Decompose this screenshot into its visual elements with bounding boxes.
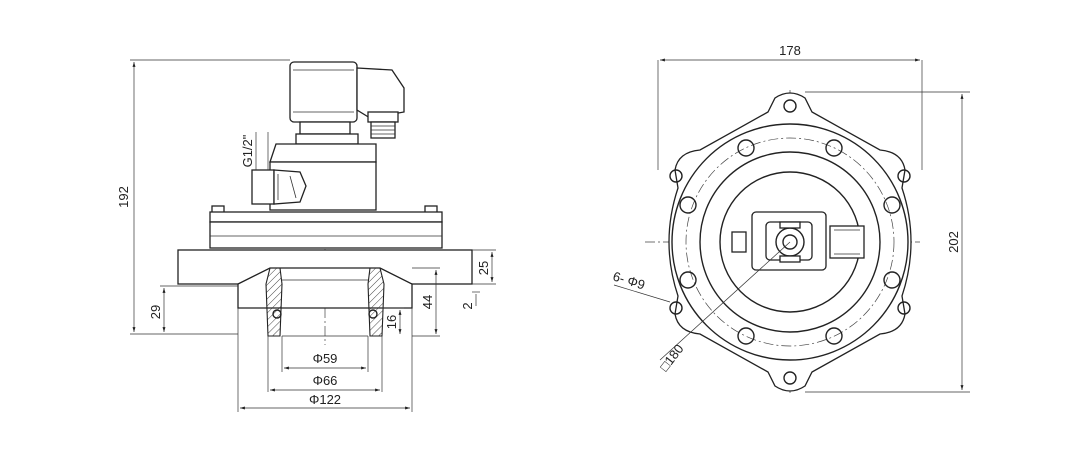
- dim-202: 202: [946, 231, 961, 253]
- connector-nut: [367, 111, 399, 123]
- side-block-top: [731, 231, 747, 253]
- valve-cap: [269, 143, 377, 163]
- pilot-stem: [299, 121, 351, 135]
- bolt-circle: [685, 137, 895, 347]
- dim-g12: G1/2": [240, 134, 255, 167]
- mount-hole: [669, 301, 683, 315]
- outlet-nozzle: [237, 267, 413, 309]
- pilot-tab-top: [779, 221, 801, 229]
- dim-44: 44: [420, 295, 435, 309]
- inlet-fitting: [273, 169, 307, 205]
- cover-bolts: [679, 139, 901, 345]
- o-ring-right: [368, 309, 378, 319]
- pilot-core: [782, 234, 798, 250]
- o-ring-left: [272, 309, 282, 319]
- cable-connector: [356, 67, 405, 119]
- dim-192: 192: [116, 186, 131, 208]
- mount-hole: [783, 371, 797, 385]
- cover-bolt: [679, 271, 697, 289]
- cover-bolt: [825, 327, 843, 345]
- top-view: 178 202 6- Φ9 □180: [611, 43, 970, 395]
- solenoid-coil: [289, 61, 358, 123]
- nozzle-wall-right: [367, 267, 385, 337]
- cover-bolt: [737, 327, 755, 345]
- dim-phi122: Φ122: [309, 392, 341, 407]
- mount-hole: [897, 301, 911, 315]
- dim-25: 25: [476, 261, 491, 275]
- connector-block-top: [829, 225, 865, 259]
- dim-phi66: Φ66: [313, 373, 338, 388]
- dim-29: 29: [148, 305, 163, 319]
- cover-bolt: [679, 196, 697, 214]
- mounting-holes: [669, 99, 911, 385]
- nozzle-wall-left: [265, 267, 283, 337]
- dim-178: 178: [779, 43, 801, 58]
- diaphragm-cover: [209, 211, 443, 223]
- pilot-tab-bottom: [779, 255, 801, 263]
- inlet-port: [251, 169, 275, 205]
- dim-2: 2: [460, 302, 475, 309]
- cover-bolt: [825, 139, 843, 157]
- cover-bolt: [883, 196, 901, 214]
- diaphragm-housing: [209, 221, 443, 249]
- dim-square-180: □180: [657, 341, 687, 374]
- side-view: 192 29 G1/2" 25 44 2 16 Φ59 Φ66: [116, 59, 496, 412]
- mount-hole: [669, 169, 683, 183]
- mount-hole: [897, 169, 911, 183]
- mount-hole: [783, 99, 797, 113]
- cover-bolt: [883, 271, 901, 289]
- dim-6-phi9: 6- Φ9: [611, 269, 647, 293]
- body-circle: [699, 151, 881, 333]
- dim-phi59: Φ59: [313, 351, 338, 366]
- flange-circle: [671, 123, 909, 361]
- dim-16: 16: [384, 315, 399, 329]
- pilot-base: [295, 133, 359, 145]
- cover-bolt: [737, 139, 755, 157]
